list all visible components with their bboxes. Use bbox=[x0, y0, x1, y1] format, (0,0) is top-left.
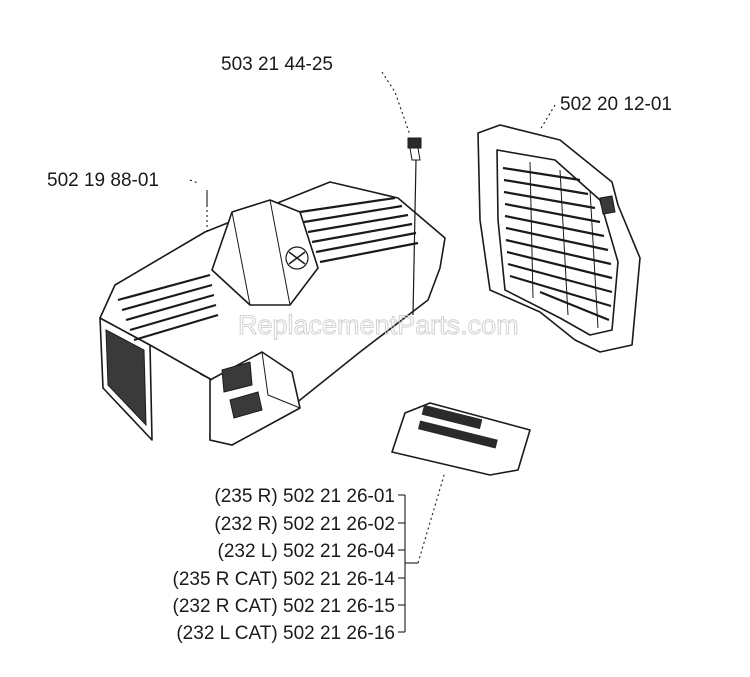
decal-part-label: (232 R CAT) 502 21 26-15 bbox=[173, 596, 396, 617]
decal-part-label: (235 R) 502 21 26-01 bbox=[214, 486, 395, 507]
screw-icon bbox=[407, 137, 422, 316]
decal-part-label: (235 R CAT) 502 21 26-14 bbox=[173, 569, 396, 590]
decal-lettering-icon bbox=[417, 404, 498, 449]
decal-part-label: (232 L) 502 21 26-04 bbox=[218, 541, 396, 562]
screw-part-label: 503 21 44-25 bbox=[221, 54, 333, 75]
engine-cover-icon bbox=[99, 181, 446, 446]
logo-mark-icon bbox=[285, 246, 309, 270]
watermark: ReplacementParts.com bbox=[238, 310, 519, 340]
cover-part-label: 502 19 88-01 bbox=[47, 170, 159, 191]
filter-part-label: 502 20 12-01 bbox=[560, 94, 672, 115]
leader-lines bbox=[189, 71, 556, 633]
decal-part-label: (232 R) 502 21 26-02 bbox=[214, 514, 395, 535]
decal-plate-icon bbox=[391, 402, 531, 476]
side-vents-icon bbox=[117, 273, 219, 342]
decal-part-labels: (235 R) 502 21 26-01 (232 R) 502 21 26-0… bbox=[173, 486, 396, 644]
decal-part-label: (232 L CAT) 502 21 26-16 bbox=[176, 623, 395, 644]
top-vents-icon bbox=[299, 196, 419, 264]
air-filter-icon bbox=[477, 124, 641, 353]
